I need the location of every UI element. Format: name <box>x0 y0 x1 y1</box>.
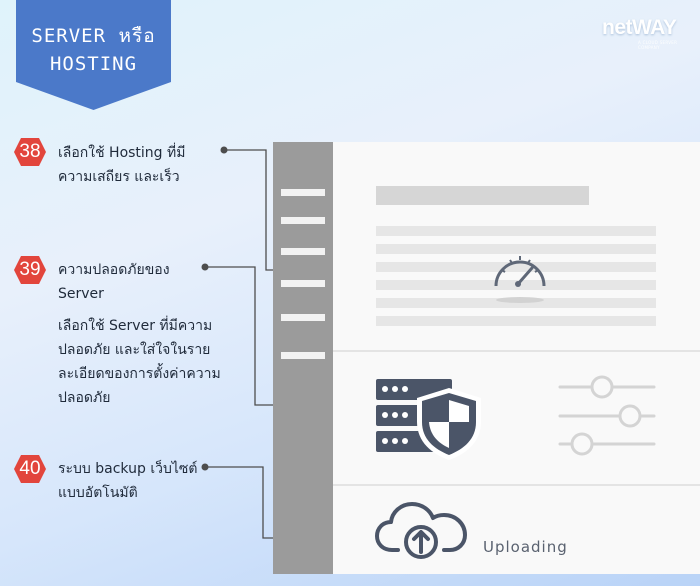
item-39-desc-1: เลือกใช้ Server ที่มีความ <box>58 318 213 334</box>
sidebar-line <box>281 352 325 359</box>
uploading-label: Uploading <box>483 538 568 556</box>
item-39-title-1: ความปลอดภัยของ <box>58 262 170 278</box>
item-40-title-2: แบบอัตโนมัติ <box>58 485 138 501</box>
placeholder-line <box>376 316 656 326</box>
banner-line-1: SERVER หรือ <box>31 25 156 47</box>
placeholder-heading <box>376 186 589 205</box>
placeholder-line <box>376 262 656 272</box>
item-39-desc-3: ละเอียดของการตั้งค่าความ <box>58 366 221 382</box>
sidebar-line <box>281 314 325 321</box>
sidebar-line <box>281 280 325 287</box>
mock-sidebar <box>273 142 333 574</box>
netway-logo: netWAY A CLOUD SERVER COMPANY <box>602 16 678 50</box>
sidebar-line <box>281 248 325 255</box>
placeholder-line <box>376 244 656 254</box>
banner-ribbon <box>16 0 171 110</box>
item-39-desc-2: ปลอดภัย และใส่ใจในราย <box>58 342 211 358</box>
banner-line-2: HOSTING <box>49 53 138 75</box>
item-38-title-1: เลือกใช้ Hosting ที่มี <box>58 145 186 161</box>
shield-icon <box>417 388 481 460</box>
badge-38: 38 <box>13 137 47 167</box>
item-38-text: เลือกใช้ Hosting ที่มี ความเสถียร และเร็… <box>58 141 185 189</box>
mock-content-panel <box>333 142 700 574</box>
banner-title: SERVER หรือ HOSTING <box>16 22 171 78</box>
item-39-desc-4: ปลอดภัย <box>58 390 111 406</box>
badge-39: 39 <box>13 255 47 285</box>
panel-divider <box>333 350 700 352</box>
speedometer-icon <box>494 256 546 303</box>
badge-40: 40 <box>13 454 47 484</box>
sidebar-line <box>281 189 325 196</box>
panel-divider <box>333 484 700 486</box>
item-39-title-2: Server <box>58 286 104 302</box>
sliders-icon <box>558 375 656 456</box>
placeholder-line <box>376 298 656 308</box>
item-40-title-1: ระบบ backup เว็บไซต์ <box>58 461 198 477</box>
item-39-text: ความปลอดภัยของ Server เลือกใช้ Server ที… <box>58 258 221 410</box>
placeholder-line <box>376 226 656 236</box>
cloud-upload-icon <box>375 502 467 559</box>
item-40-text: ระบบ backup เว็บไซต์ แบบอัตโนมัติ <box>58 457 197 505</box>
sidebar-line <box>281 217 325 224</box>
item-38-title-2: ความเสถียร และเร็ว <box>58 169 180 185</box>
